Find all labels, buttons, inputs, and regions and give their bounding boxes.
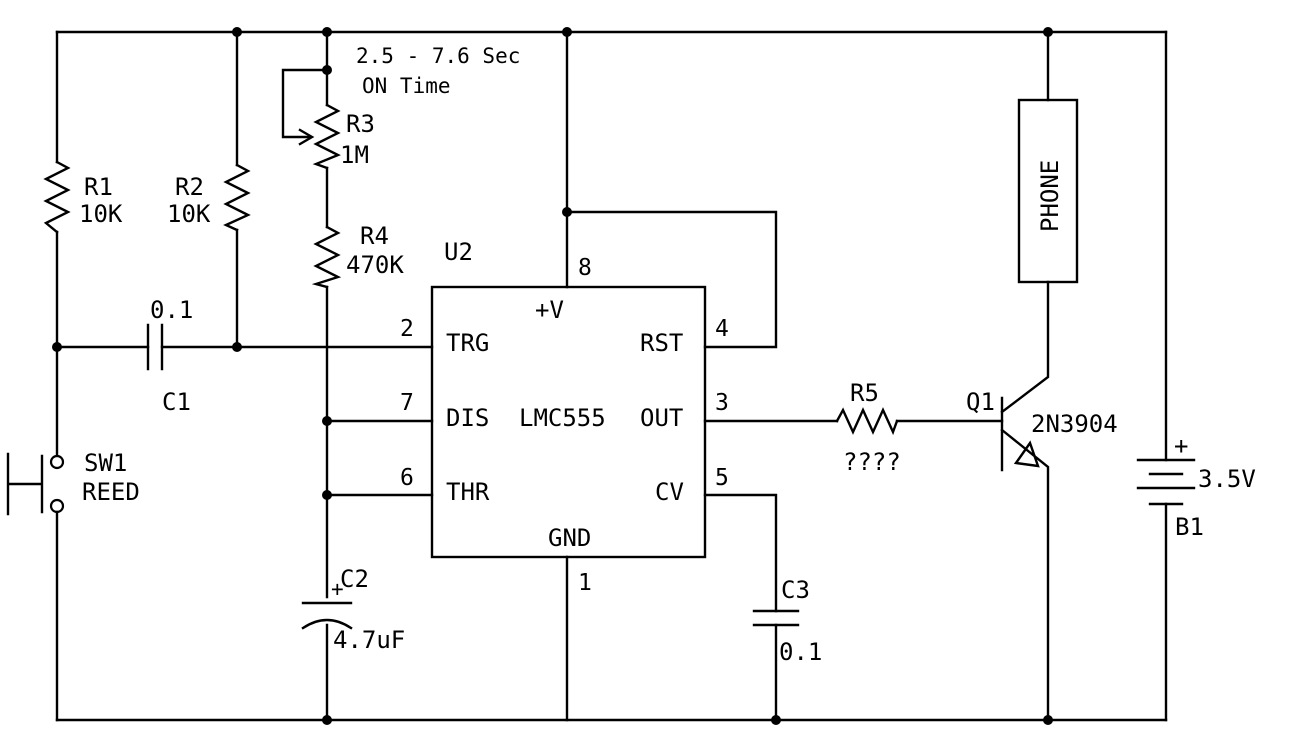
junction-dot (562, 207, 572, 217)
c1-plates (146, 323, 164, 371)
r2-value: 10K (167, 200, 211, 228)
q1-emitter-arrow (1013, 440, 1040, 468)
b1-ref: B1 (1175, 513, 1204, 541)
c3-plates (752, 609, 800, 627)
junction-dot (232, 27, 242, 37)
pin-thr-num: 6 (400, 465, 414, 491)
junction-dot (322, 490, 332, 500)
c3-ref: C3 (781, 576, 810, 604)
pin-rst-num: 4 (715, 316, 729, 342)
r4-resistor (311, 225, 342, 289)
sw1-actuator (6, 452, 44, 516)
on-time-note-line2: ON Time (362, 74, 451, 98)
junction-dot (562, 27, 572, 37)
junction-dots (52, 27, 1053, 725)
pin-cv-name: CV (655, 478, 684, 506)
r4-ref: R4 (360, 222, 389, 250)
pin-out-name: OUT (640, 404, 683, 432)
u2-ref: U2 (444, 238, 473, 266)
pin-thr-name: THR (446, 478, 490, 506)
junction-dot (1043, 27, 1053, 37)
r1-ref: R1 (84, 173, 113, 201)
pin-dis-num: 7 (400, 390, 414, 416)
u2-part-name: LMC555 (519, 404, 606, 432)
r5-resistor (835, 407, 899, 436)
b1-plus: + (1174, 432, 1188, 460)
r3-value: 1M (340, 141, 369, 169)
b1-value: 3.5V (1198, 465, 1256, 493)
c2-plate-minus (301, 618, 353, 630)
c2-ref: C2 (340, 565, 369, 593)
junction-dot (322, 416, 332, 426)
pin-vcc-name: +V (535, 296, 564, 324)
on-time-note-line1: 2.5 - 7.6 Sec (356, 44, 520, 68)
b1-cells (1136, 458, 1196, 506)
pin-gnd-num: 1 (578, 570, 592, 596)
r3-wiper-arrow (298, 128, 315, 146)
pin-rst-name: RST (640, 329, 683, 357)
r2-ref: R2 (175, 173, 204, 201)
junction-dot (322, 27, 332, 37)
pin-dis-name: DIS (446, 404, 489, 432)
r3-wiper-loop (281, 68, 329, 139)
sw1-value: REED (82, 478, 140, 506)
junction-dot (1043, 715, 1053, 725)
c3-value: 0.1 (779, 638, 822, 666)
c3-wire (703, 493, 778, 722)
pin-trg-name: TRG (446, 329, 489, 357)
q1-ref: Q1 (966, 388, 995, 416)
r1-value: 10K (79, 200, 123, 228)
pin-trg-num: 2 (400, 316, 414, 342)
c1-value: 0.1 (150, 296, 193, 324)
q1-collector (1000, 280, 1050, 414)
sw1-contact-bottom (49, 498, 65, 514)
r3-resistor (312, 103, 341, 170)
pin-vcc-num: 8 (578, 255, 592, 281)
phone-load-box (1017, 98, 1079, 284)
pin-out-num: 3 (715, 390, 729, 416)
r1-resistor (43, 160, 71, 234)
sw1-contact-top (49, 454, 65, 470)
junction-dot (232, 342, 242, 352)
rst-tie-wire (565, 210, 778, 349)
sw1-ref: SW1 (84, 449, 127, 477)
q1-emitter (1000, 428, 1050, 722)
junction-dot (771, 715, 781, 725)
junction-dot (322, 715, 332, 725)
junction-dot (322, 65, 332, 75)
r5-ref: R5 (850, 379, 879, 407)
r4-value: 470K (346, 251, 404, 279)
pin-gnd-name: GND (548, 524, 591, 552)
r2-resistor (223, 163, 251, 232)
c2-plus: + (331, 577, 344, 601)
c2-value: 4.7uF (333, 626, 405, 654)
pin-cv-num: 5 (715, 465, 729, 491)
junction-dot (52, 342, 62, 352)
c1-ref: C1 (162, 388, 191, 416)
r3-ref: R3 (346, 110, 375, 138)
r5-value: ???? (843, 448, 901, 476)
q1-value: 2N3904 (1031, 410, 1118, 438)
phone-label: PHONE (1036, 160, 1064, 232)
